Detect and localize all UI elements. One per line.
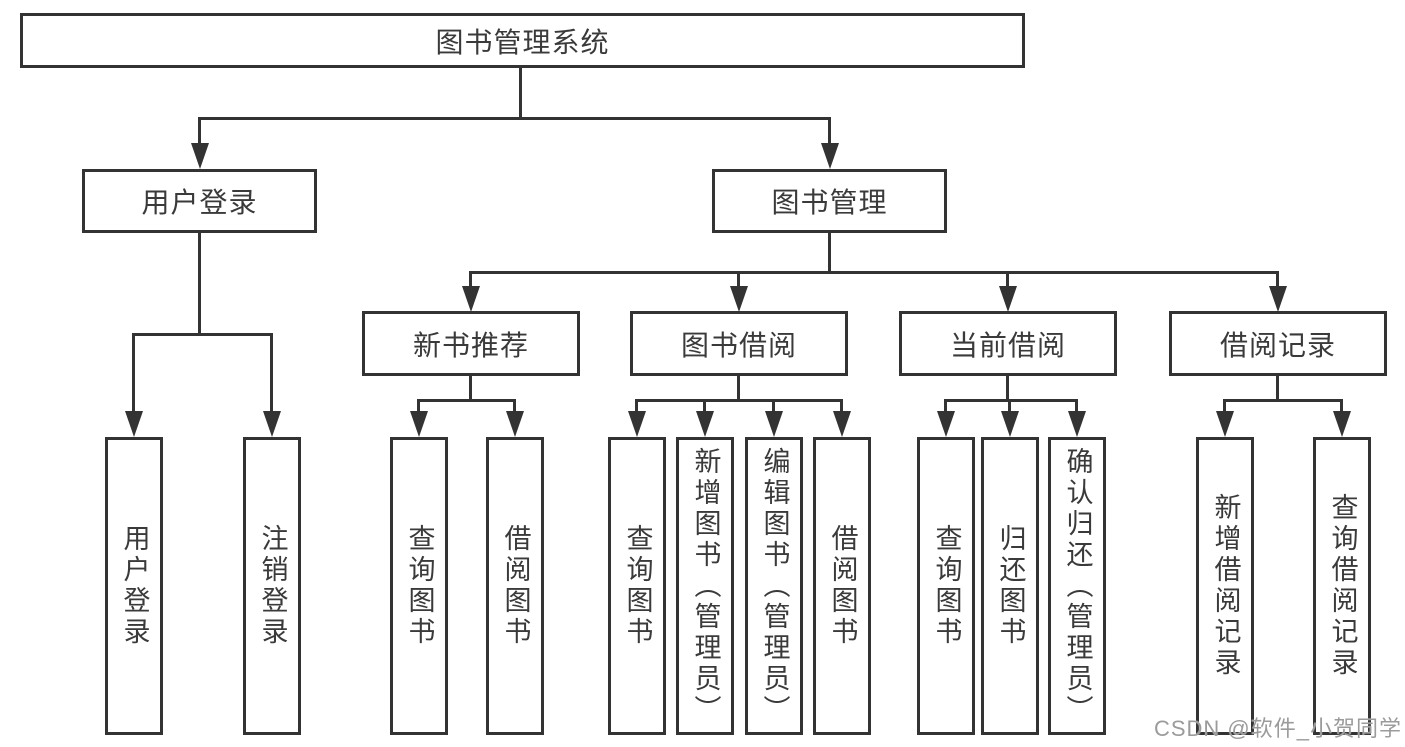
connector-line — [1223, 399, 1226, 413]
connector-line — [132, 333, 135, 413]
arrow-down-icon — [833, 411, 851, 437]
node-book-management: 图书管理 — [712, 169, 947, 233]
node-label: 查询借阅记录 — [1327, 493, 1358, 679]
node-root: 图书管理系统 — [20, 13, 1025, 68]
connector-line — [1006, 271, 1009, 288]
connector-line — [469, 271, 1279, 274]
arrow-down-icon — [191, 143, 209, 169]
leaf-logout: 注销登录 — [243, 437, 301, 735]
leaf-edit-book-admin: 编辑图书（管理员） — [745, 437, 803, 735]
connector-line — [270, 333, 273, 413]
leaf-query-books-recommend: 查询图书 — [390, 437, 448, 735]
connector-line — [944, 399, 947, 413]
connector-line — [198, 232, 201, 335]
watermark: CSDN @软件_小贺同学 — [1153, 716, 1402, 741]
connector-line — [828, 232, 831, 273]
leaf-confirm-return-admin: 确认归还（管理员） — [1048, 437, 1106, 735]
arrow-down-icon — [1269, 286, 1287, 312]
connector-line — [703, 399, 706, 413]
connector-line — [513, 399, 516, 413]
node-label: 编辑图书（管理员） — [759, 446, 790, 726]
node-label: 查询图书 — [931, 524, 962, 648]
connector-line — [417, 399, 516, 402]
connector-line — [840, 399, 843, 413]
node-label: 图书借阅 — [680, 329, 797, 361]
leaf-return-books: 归还图书 — [981, 437, 1039, 735]
connector-line — [469, 374, 472, 402]
arrow-down-icon — [1216, 411, 1234, 437]
arrow-down-icon — [506, 411, 524, 437]
leaf-add-book-admin: 新增图书（管理员） — [676, 437, 734, 735]
node-label: 归还图书 — [995, 524, 1026, 648]
node-current-borrowing: 当前借阅 — [899, 311, 1117, 376]
connector-line — [635, 399, 843, 402]
connector-line — [1223, 399, 1343, 402]
arrow-down-icon — [263, 411, 281, 437]
connector-line — [132, 333, 273, 336]
node-label: 借阅图书 — [827, 524, 858, 648]
leaf-borrow-books: 借阅图书 — [813, 437, 871, 735]
node-label: 新增借阅记录 — [1210, 493, 1241, 679]
connector-line — [1276, 271, 1279, 288]
node-label: 确认归还（管理员） — [1062, 446, 1093, 726]
node-label: 新增图书（管理员） — [690, 446, 721, 726]
arrow-down-icon — [462, 286, 480, 312]
node-label: 借阅记录 — [1219, 329, 1336, 361]
arrow-down-icon — [125, 411, 143, 437]
connector-line — [1340, 399, 1343, 413]
leaf-add-borrow-record: 新增借阅记录 — [1196, 437, 1254, 735]
node-label: 用户登录 — [119, 524, 150, 648]
connector-line — [1006, 374, 1009, 402]
connector-line — [635, 399, 638, 413]
arrow-down-icon — [696, 411, 714, 437]
node-label: 图书管理系统 — [435, 26, 610, 58]
arrow-down-icon — [628, 411, 646, 437]
node-label: 查询图书 — [622, 524, 653, 648]
node-new-book-recommend: 新书推荐 — [362, 311, 580, 376]
arrow-down-icon — [765, 411, 783, 437]
connector-line — [1008, 399, 1011, 413]
connector-line — [519, 67, 522, 119]
connector-line — [737, 271, 740, 288]
node-label: 注销登录 — [257, 524, 288, 648]
connector-line — [198, 117, 831, 120]
connector-line — [828, 117, 831, 147]
arrow-down-icon — [410, 411, 428, 437]
arrow-down-icon — [1068, 411, 1086, 437]
node-label: 新书推荐 — [412, 329, 529, 361]
node-label: 图书管理 — [771, 187, 888, 218]
connector-line — [417, 399, 420, 413]
node-label: 当前借阅 — [949, 329, 1066, 361]
arrow-down-icon — [821, 143, 839, 169]
node-label: 借阅图书 — [500, 524, 531, 648]
node-book-borrowing: 图书借阅 — [630, 311, 848, 376]
arrow-down-icon — [937, 411, 955, 437]
connector-line — [772, 399, 775, 413]
connector-line — [1276, 374, 1279, 402]
leaf-borrow-books-recommend: 借阅图书 — [486, 437, 544, 735]
connector-line — [1075, 399, 1078, 413]
leaf-query-books-borrow: 查询图书 — [608, 437, 666, 735]
node-label: 用户登录 — [141, 187, 258, 218]
connector-line — [737, 374, 740, 402]
connector-line — [469, 271, 472, 288]
node-user-login: 用户登录 — [82, 169, 317, 233]
connector-line — [198, 117, 201, 147]
node-label: 查询图书 — [404, 524, 435, 648]
node-borrowing-records: 借阅记录 — [1169, 311, 1387, 376]
arrow-down-icon — [730, 286, 748, 312]
leaf-query-borrow-record: 查询借阅记录 — [1313, 437, 1371, 735]
arrow-down-icon — [1333, 411, 1351, 437]
leaf-query-books-current: 查询图书 — [917, 437, 975, 735]
connector-line — [944, 399, 1078, 402]
leaf-user-login: 用户登录 — [105, 437, 163, 735]
arrow-down-icon — [999, 286, 1017, 312]
arrow-down-icon — [1001, 411, 1019, 437]
